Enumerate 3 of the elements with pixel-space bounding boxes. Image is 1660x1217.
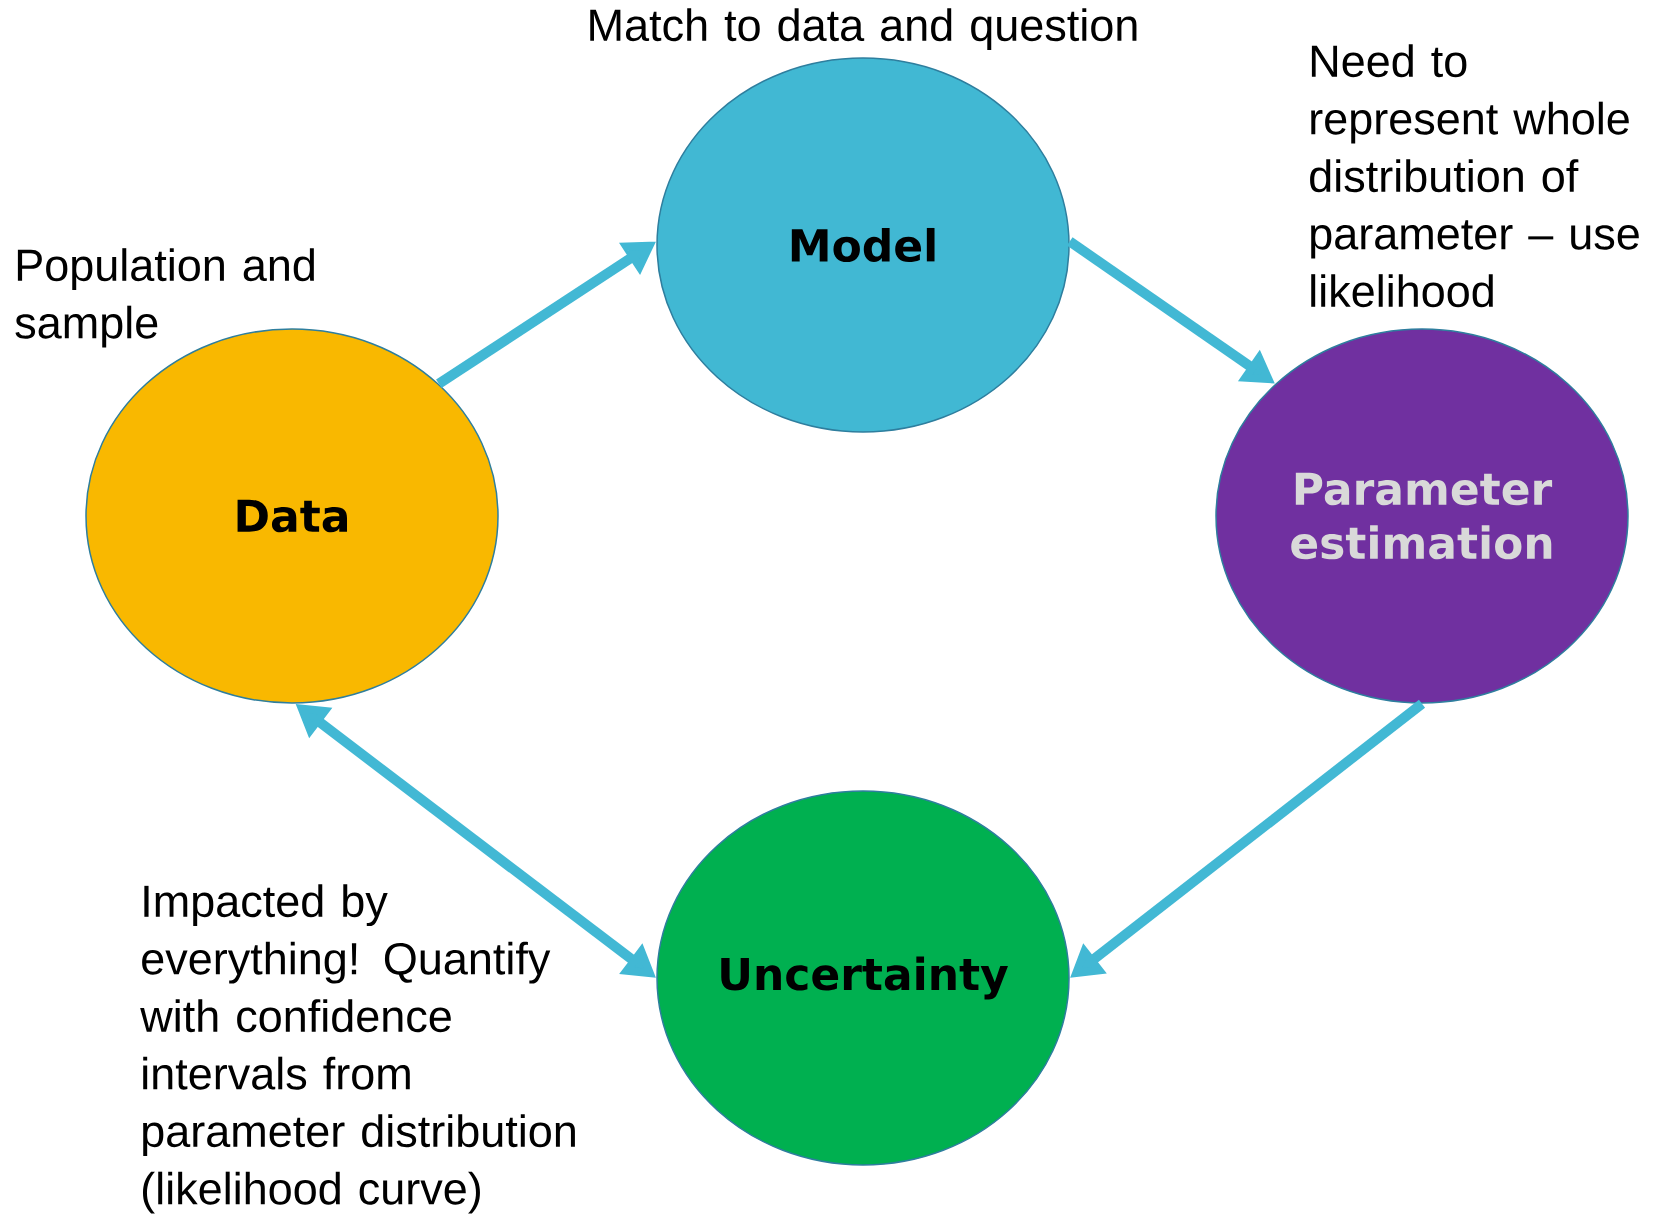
- annotation-text: Need to represent whole distribution of parameter – use likelihood: [1310, 44, 1639, 308]
- annotation-text: Match to data and question: [590, 8, 1137, 51]
- annotation-text: Impacted by everything! Quantify with confidence intervals from parameter distribution (likelihood curve): [140, 884, 575, 1214]
